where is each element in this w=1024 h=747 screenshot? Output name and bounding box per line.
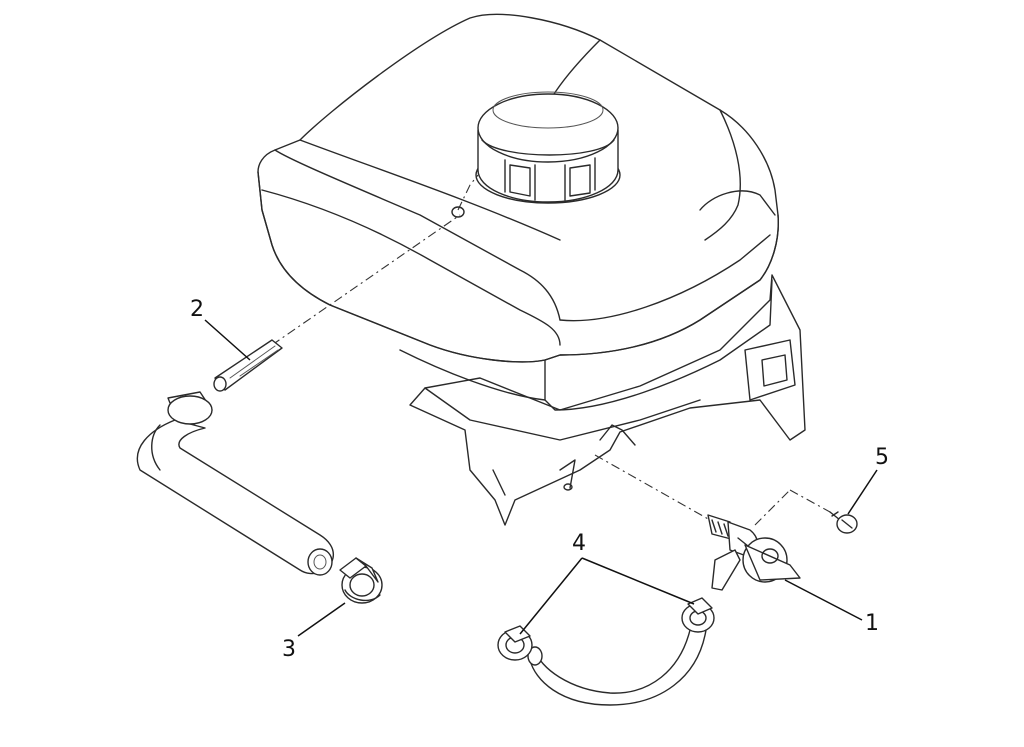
tank-outlet bbox=[451, 206, 465, 218]
assembly-line-screw bbox=[789, 489, 831, 513]
callout-3: 3 bbox=[282, 637, 296, 662]
hose-clamp-bottom-right bbox=[681, 597, 715, 633]
leader-line-4a bbox=[519, 557, 583, 635]
filler-cap bbox=[475, 91, 621, 204]
callout-2: 2 bbox=[190, 297, 204, 322]
assembly-line-tank-outlet bbox=[457, 174, 479, 211]
leader-line-4b bbox=[581, 557, 695, 605]
leader-line-3 bbox=[297, 602, 346, 637]
screw bbox=[829, 511, 858, 534]
leader-line-2 bbox=[204, 319, 251, 361]
hose-clamp-bottom-left bbox=[497, 625, 533, 661]
callout-1: 1 bbox=[865, 611, 879, 636]
assembly-line-fuel-cock bbox=[594, 454, 711, 521]
tank-bracket bbox=[409, 274, 806, 526]
leader-lines bbox=[204, 319, 878, 637]
leader-line-5 bbox=[847, 469, 878, 515]
callout-5: 5 bbox=[875, 445, 889, 470]
hose-clamp-left bbox=[339, 557, 383, 604]
pipe-part bbox=[213, 339, 283, 392]
fuel-tank bbox=[257, 13, 780, 411]
assembly-line-screw-hole bbox=[754, 489, 791, 526]
fuel-hose-left bbox=[136, 391, 335, 576]
callout-4: 4 bbox=[572, 531, 586, 556]
leader-line-1 bbox=[784, 579, 863, 621]
assembly-line-pipe bbox=[271, 214, 461, 346]
fuel-hose-bottom bbox=[527, 623, 707, 706]
fuel-cock bbox=[707, 514, 801, 591]
